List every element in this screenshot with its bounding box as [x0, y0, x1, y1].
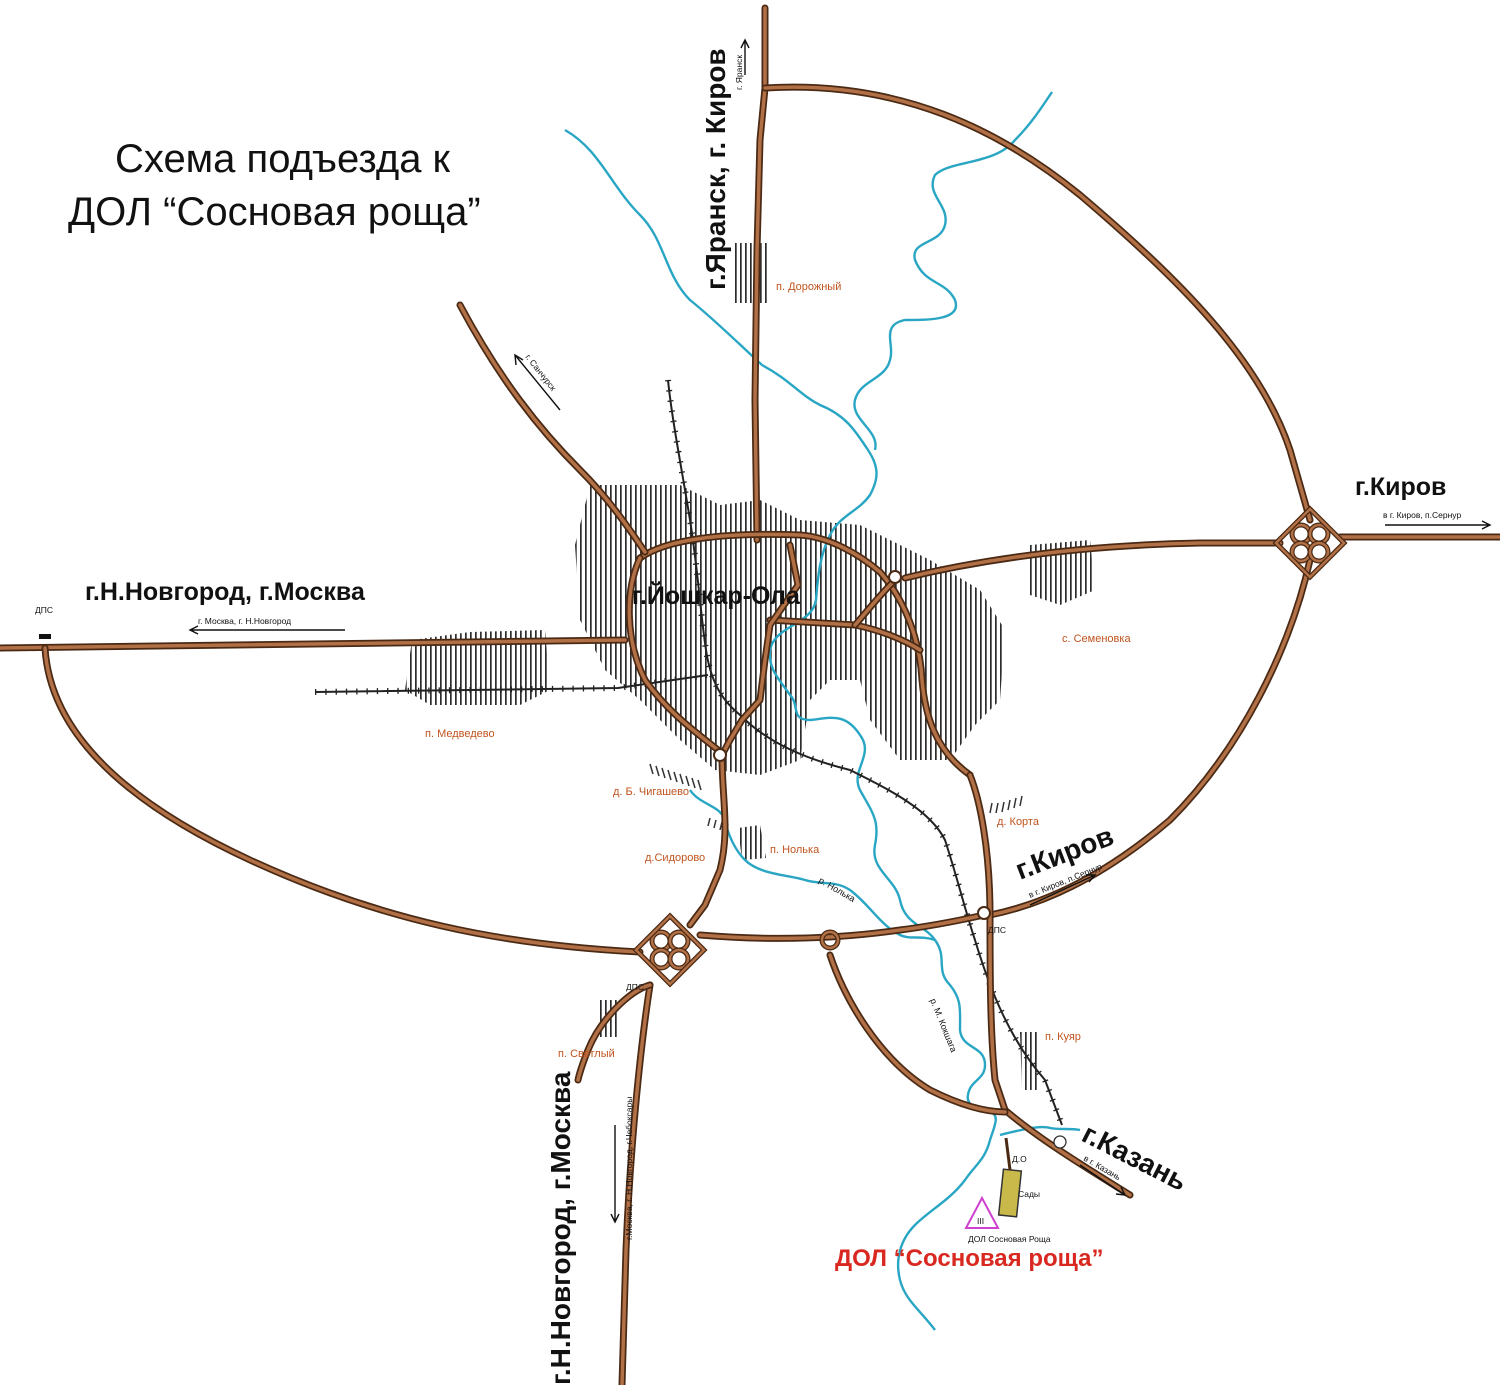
- dps-label-west: ДПС: [35, 605, 53, 615]
- dps-marker-east: [977, 906, 991, 920]
- arrow-yaransk: [740, 38, 750, 75]
- dps-marker-west: [39, 634, 51, 639]
- village-label-kuyar: п. Куяр: [1045, 1031, 1081, 1043]
- city-label-nnovgorod-moscow-south: г.Н.Новгород, г.Москва: [545, 1071, 576, 1385]
- roads: [0, 4, 1500, 1385]
- dps-label-south: ДПС: [626, 982, 644, 992]
- railway-west: [314, 674, 709, 693]
- road-south-to-camp: [826, 951, 1009, 1116]
- village-label-sidorovo: д.Сидорово: [645, 852, 705, 864]
- village-label-korta: д. Корта: [997, 816, 1040, 828]
- settlement-korta: [989, 795, 1023, 814]
- map-title-line1: Схема подъезда к: [115, 137, 451, 181]
- city-label-yoshkar-ola: г.Йошкар-Ола: [632, 580, 801, 610]
- direction-arrows: [188, 38, 1492, 1224]
- river-label-m-kokshaga: р. М. Кокшага: [928, 997, 959, 1054]
- river-kazan-branch: [999, 1125, 1081, 1137]
- village-label-dorozhny: п. Дорожный: [776, 281, 841, 293]
- interchange-southwest: [632, 912, 708, 988]
- river-m-kokshaga: [564, 128, 997, 1331]
- church-icon: [1053, 1135, 1067, 1149]
- interchange-south: [819, 929, 841, 951]
- settlement-dorozhny: [732, 243, 770, 303]
- village-label-chigashevo: д. Б. Чигашево: [613, 786, 689, 798]
- camp-label: ДОЛ “Сосновая роща”: [835, 1245, 1104, 1272]
- camp-marker-symbol: III: [977, 1216, 984, 1226]
- city-label-nnovgorod-moscow-west: г.Н.Новгород, г.Москва: [85, 578, 366, 606]
- settlement-yoshkar-ola: [575, 485, 1005, 775]
- note-moscow-west: г. Москва, г. Н.Новгород: [198, 616, 291, 626]
- city-label-yaransk-kirov: г.Яранск, г. Киров: [700, 48, 731, 290]
- arrow-kazan: [1079, 1164, 1127, 1196]
- map-title-line2: ДОЛ “Сосновая роща”: [68, 190, 481, 234]
- note-yaransk: г. Яранск: [734, 55, 744, 90]
- rivers: [564, 91, 1081, 1331]
- arrow-kirov-east: [1385, 520, 1492, 530]
- railway-main: [667, 379, 1063, 1126]
- railways: [314, 379, 1065, 1127]
- roundabout-northeast: [888, 570, 902, 584]
- city-label-kirov-east: г.Киров: [1355, 473, 1446, 501]
- road-western-ring: [41, 644, 644, 956]
- do-label: Д.О: [1012, 1154, 1027, 1164]
- roundabout-south: [713, 748, 727, 762]
- settlement-chigashevo: [649, 763, 702, 791]
- village-label-nolka: п. Нолька: [770, 844, 820, 856]
- arrow-south: [610, 1125, 620, 1224]
- camp-marker-triangle: [964, 1195, 1000, 1229]
- camp-area: III: [964, 1135, 1067, 1229]
- village-label-semenovka: с. Семеновка: [1062, 633, 1131, 645]
- arrow-sanchursk: [514, 353, 561, 411]
- note-kirov-east: в г. Киров, п.Сернур: [1383, 510, 1461, 520]
- gardens-area: [997, 1168, 1023, 1218]
- camp-label-small: ДОЛ Сосновая Роща: [968, 1234, 1051, 1244]
- settlement-sidorovo: [707, 817, 729, 833]
- arrow-moscow-west: [188, 625, 345, 635]
- road-interchanges: [632, 505, 1348, 988]
- arrow-kirov-southeast: [1029, 874, 1097, 906]
- gardens-label: Сады: [1018, 1189, 1040, 1199]
- interchange-east: [1272, 505, 1348, 581]
- settlement-nolka: [738, 825, 766, 860]
- dps-label-east: ДПС: [988, 925, 1006, 935]
- note-south: г.Москва, г. Н.Новгород, г.Чебоксары: [624, 1097, 634, 1240]
- road-northern-ring: [761, 83, 1314, 524]
- settlement-medvedevo: [405, 630, 550, 705]
- river-m-kokshaga-upper-east: [853, 91, 1053, 451]
- village-label-svetly: п. Светлый: [558, 1048, 615, 1060]
- village-label-medvedevo: п. Медведево: [425, 728, 495, 740]
